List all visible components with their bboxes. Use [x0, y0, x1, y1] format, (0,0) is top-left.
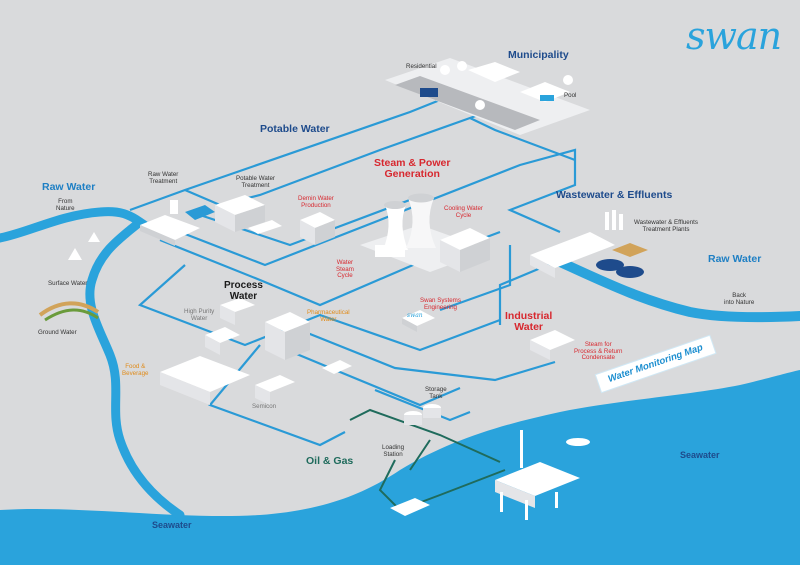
from-nature-label: From Nature — [56, 198, 75, 212]
industrial-water-heading: Industrial Water — [505, 310, 553, 334]
ground-water-label: Ground Water — [38, 329, 77, 336]
high-purity-line2: Water — [190, 314, 208, 322]
demin-building — [300, 212, 335, 245]
potable-treatment-line1: Potable Water — [236, 175, 275, 182]
raw-water-heading-right: Raw Water — [708, 253, 762, 265]
raw-water-heading-left: Raw Water — [42, 181, 96, 193]
steam-power-heading: Steam & Power Generation — [374, 157, 451, 181]
pharma-line2: Water — [320, 315, 337, 323]
process-line1: Process — [224, 280, 263, 291]
residential-label: Residential — [406, 63, 437, 70]
wastewater-plant-label: Wastewater & Effluents Treatment Plants — [634, 219, 698, 233]
industrial-line2: Water — [514, 321, 544, 334]
pharma-line1: Pharmaceutical — [307, 309, 350, 316]
swan-systems-line2: Engineering — [423, 303, 457, 311]
seawater-label-left: Seawater — [152, 520, 192, 530]
steam-cycle-line3: Cycle — [337, 272, 353, 279]
cooling-line2: Cycle — [455, 211, 472, 219]
demin-label: Demin Water Production — [298, 195, 334, 209]
oil-gas-heading: Oil & Gas — [306, 455, 354, 467]
process-buildings — [160, 298, 352, 405]
wwtp-line2: Treatment Plants — [642, 225, 690, 233]
loading-station-label: Loading Station — [382, 444, 405, 458]
potable-treatment-line2: Treatment — [241, 181, 270, 189]
raw-water-treatment-line1: Raw Water — [148, 171, 179, 178]
potable-water-treatment-label: Potable Water Treatment — [236, 175, 275, 189]
offshore-platform — [495, 430, 590, 520]
demin-line2: Production — [301, 201, 331, 209]
boat — [390, 498, 430, 516]
storage-tanks — [404, 404, 441, 425]
wastewater-heading: Wastewater & Effluents — [556, 189, 673, 201]
wastewater-treatment-plant — [530, 210, 648, 278]
swan-systems-label: Swan Systems Engineering — [420, 297, 461, 311]
raw-water-treatment-plant — [140, 200, 215, 246]
municipality-heading: Municipality — [508, 49, 569, 61]
back-nature-line2: into Nature — [724, 298, 755, 306]
potable-water-treatment-plant — [215, 195, 282, 234]
back-into-nature-label: Back into Nature — [724, 292, 755, 306]
power-plant — [360, 193, 490, 272]
potable-pipes — [129, 98, 577, 447]
industrial-steam-building — [530, 330, 575, 360]
process-water-heading: Process Water — [224, 280, 263, 302]
pharmaceutical-label: Pharmaceutical Water — [307, 309, 350, 323]
residential-area — [385, 58, 590, 135]
swan-systems-line1: Swan Systems — [420, 297, 461, 304]
high-purity-line1: High Purity — [184, 308, 215, 315]
steam-process-label: Steam for Process & Return Condensate — [574, 341, 623, 362]
storage-line1: Storage — [425, 386, 447, 393]
food-beverage-label: Food & Beverage — [122, 363, 149, 377]
steam-cycle-line1: Water — [336, 259, 354, 266]
back-nature-line1: Back — [732, 292, 747, 299]
river-outflow — [555, 257, 800, 323]
semicon-label: Semicon — [252, 403, 277, 410]
seawater-label-right: Seawater — [680, 450, 720, 460]
steam-process-line1: Steam for — [584, 341, 612, 348]
surface-water-label: Surface Water — [48, 280, 88, 287]
cooling-water-label: Cooling Water Cycle — [444, 205, 483, 219]
loading-line2: Station — [383, 450, 403, 458]
cooling-line1: Cooling Water — [444, 205, 483, 212]
food-line2: Beverage — [122, 369, 149, 377]
steam-process-line3: Condensate — [581, 354, 615, 361]
storage-tank-label: Storage Tank — [425, 386, 447, 400]
storage-line2: Tank — [429, 392, 443, 400]
pool-label: Pool — [564, 92, 577, 99]
high-purity-label: High Purity Water — [184, 308, 215, 322]
wwtp-line1: Wastewater & Effluents — [634, 219, 698, 226]
demin-line1: Demin Water — [298, 195, 334, 202]
steam-cycle-line2: Steam — [336, 265, 354, 273]
river — [0, 207, 185, 520]
steam-power-line2: Generation — [384, 168, 440, 181]
loading-line1: Loading — [382, 444, 405, 451]
raw-water-treatment-label: Raw Water Treatment — [148, 171, 179, 185]
raw-water-treatment-line2: Treatment — [149, 177, 178, 185]
from-nature-line1: From — [58, 198, 73, 205]
steam-process-line2: Process & Return — [574, 347, 623, 355]
swan-logo: swan — [686, 14, 782, 58]
swan-systems-box — [402, 310, 435, 332]
process-line2: Water — [229, 290, 258, 302]
swan-box-logo: swan — [407, 312, 423, 319]
industrial-line1: Industrial — [505, 310, 553, 322]
nature-markers — [38, 232, 100, 322]
potable-water-heading: Potable Water — [260, 123, 330, 135]
from-nature-line2: Nature — [56, 204, 75, 212]
sea-area — [0, 370, 800, 565]
steam-power-line1: Steam & Power — [374, 157, 451, 169]
food-line1: Food & — [125, 363, 146, 370]
water-steam-cycle-label: Water Steam Cycle — [336, 259, 354, 280]
